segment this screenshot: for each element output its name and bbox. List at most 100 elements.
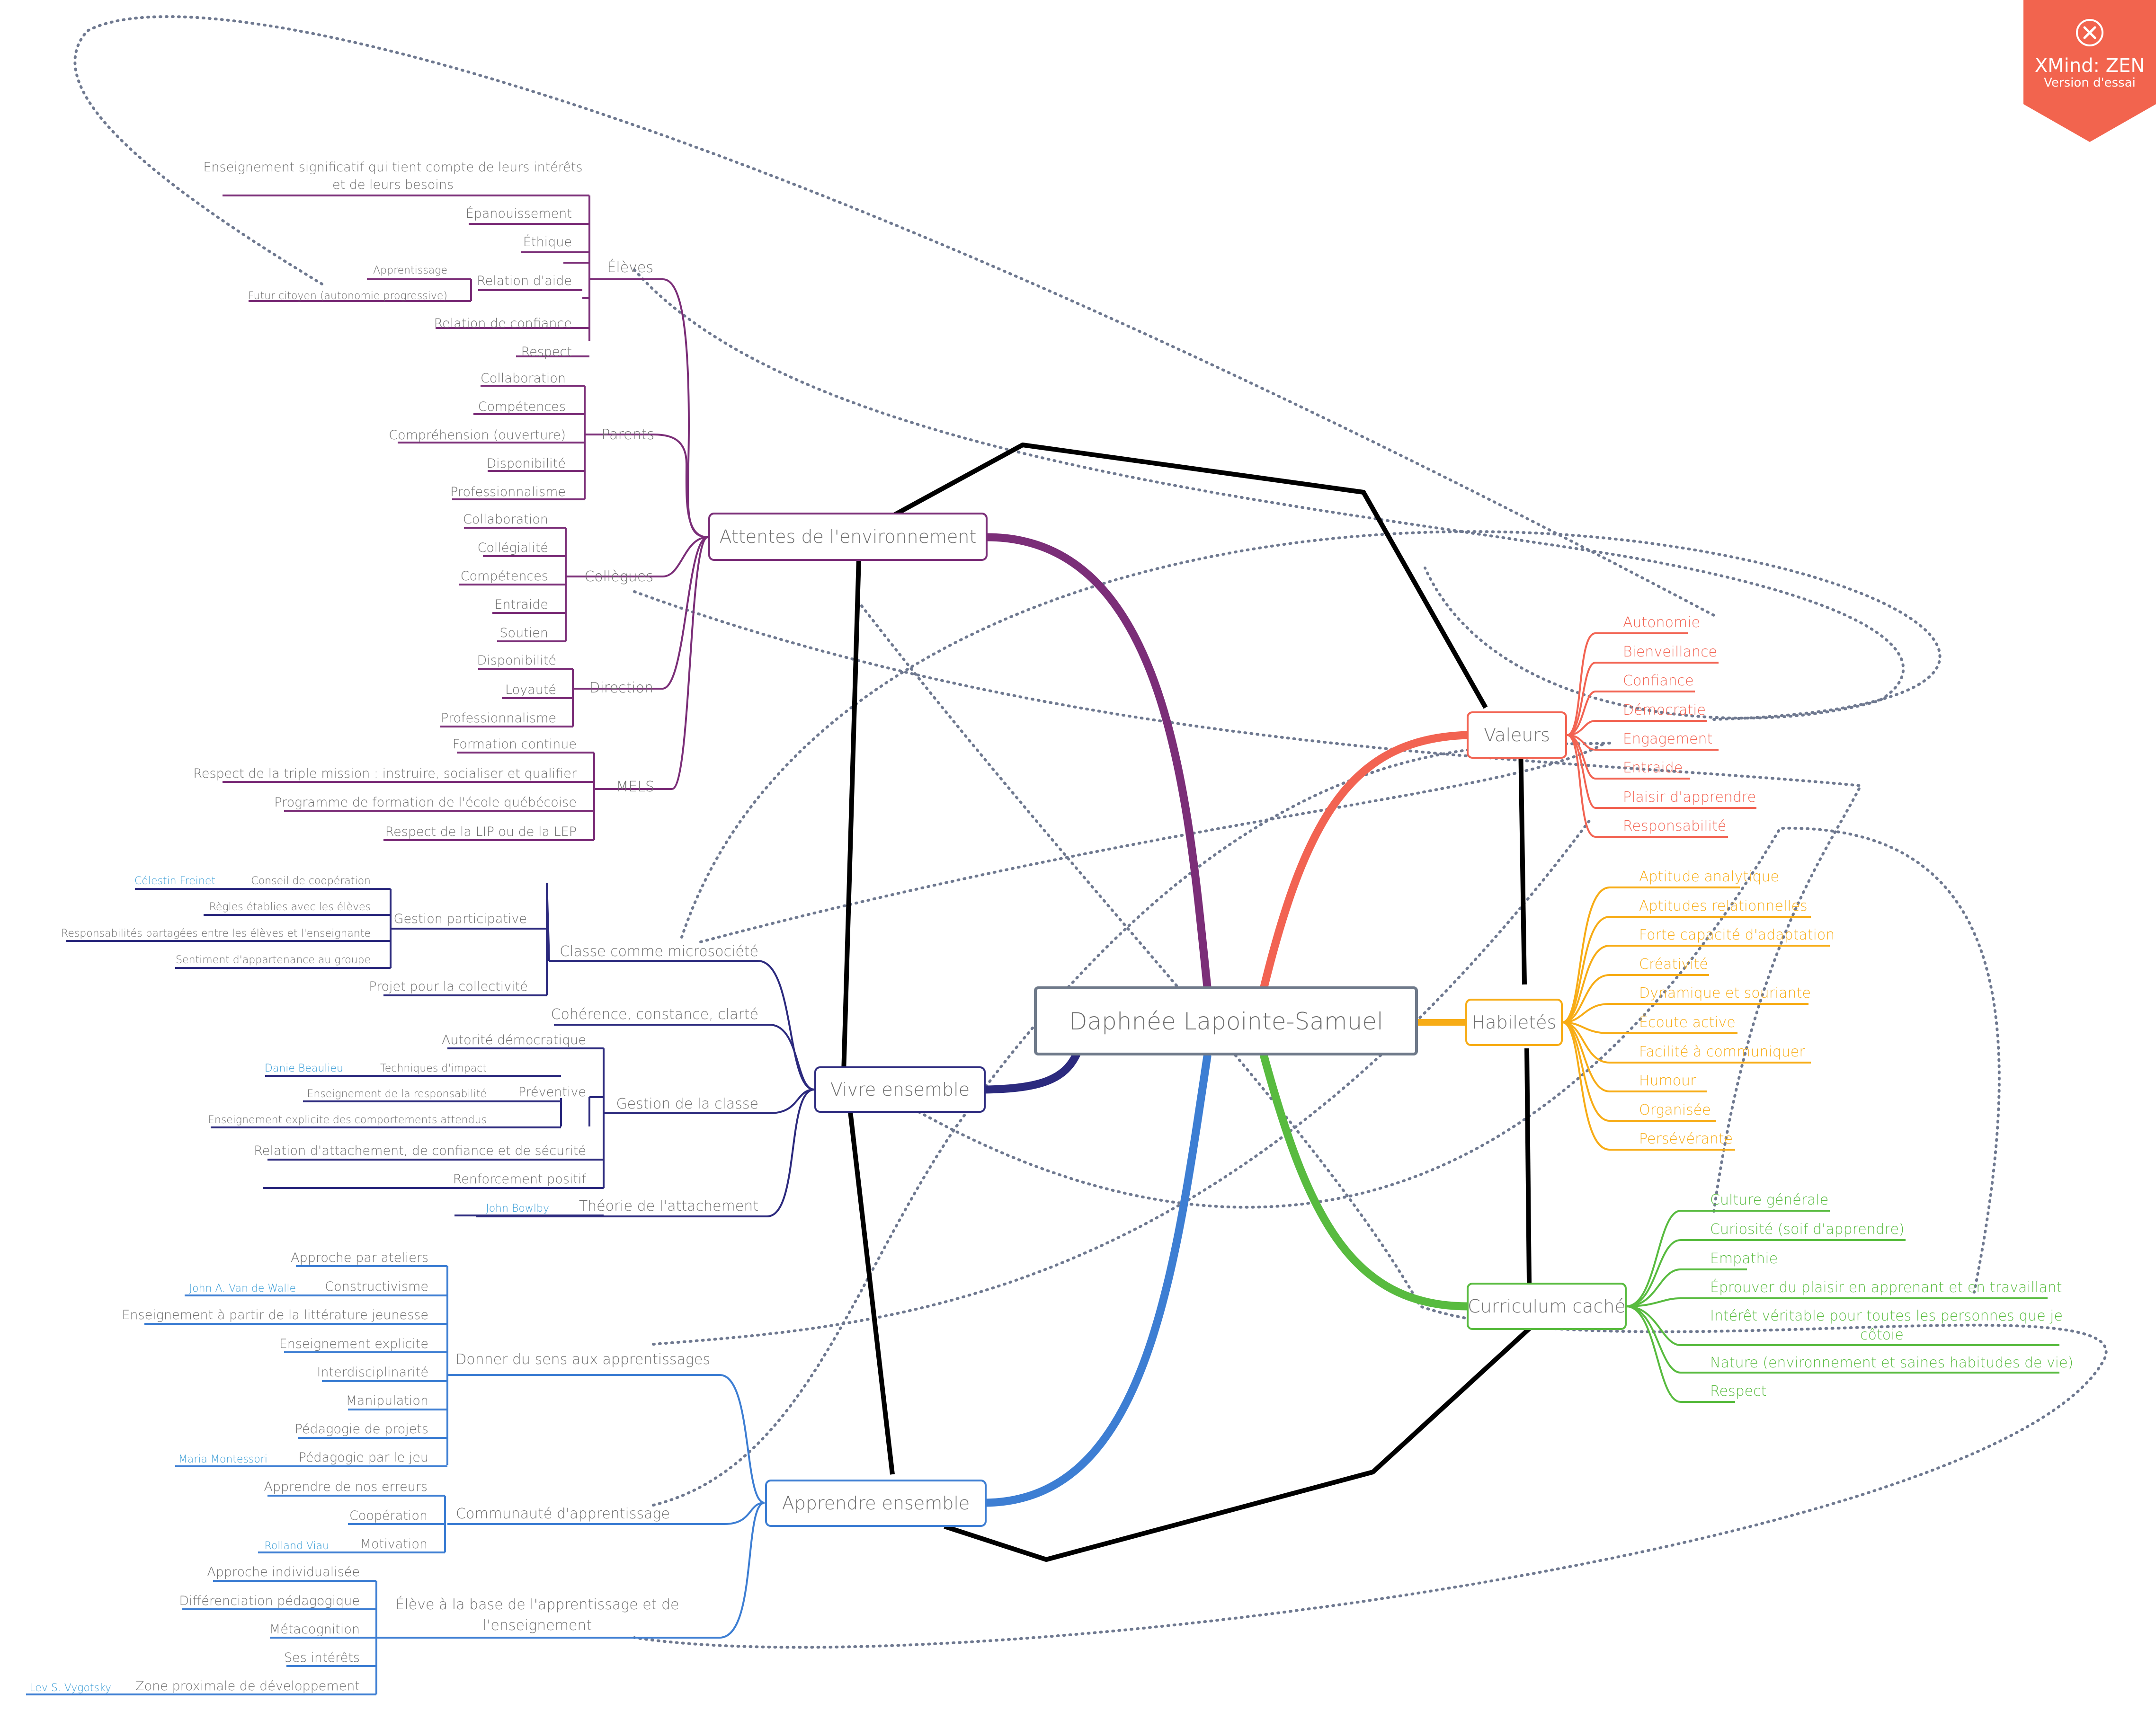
direction-item: Disponibilité — [477, 653, 556, 668]
topic-apprendre-label: Apprendre ensemble — [782, 1493, 970, 1514]
topic-valeurs[interactable]: Valeurs — [1467, 711, 1567, 759]
attentes-labels: Enseignement significatif qui tient comp… — [193, 160, 654, 839]
topic-attentes[interactable]: Attentes de l'environnement — [708, 513, 988, 561]
gestion-classe-label: Gestion de la classe — [616, 1096, 758, 1112]
vivre-labels: Classe comme microsociété Gestion partic… — [61, 875, 758, 1215]
eleve-base-label-1: Élève à la base de l'apprentissage et de — [396, 1596, 679, 1613]
topic-curriculum-label: Curriculum caché — [1468, 1296, 1626, 1317]
topic-habiletes-label: Habiletés — [1472, 1012, 1557, 1033]
projet-item: Projet pour la collectivité — [369, 979, 528, 994]
habiletes-subtree — [1562, 887, 1830, 1151]
central-topic-box[interactable] — [1034, 986, 1418, 1055]
curriculum-item: Nature (environnement et saines habitude… — [1710, 1355, 2073, 1371]
eleves-item: Épanouissement — [466, 206, 572, 221]
frame-line — [891, 443, 1488, 709]
valeur-item: Entraide — [1623, 760, 1683, 776]
enseignement-responsabilite-item: Enseignement de la responsabilité — [307, 1088, 487, 1100]
eleves-item: Relation de confiance — [434, 316, 572, 331]
parents-item: Collaboration — [481, 371, 566, 386]
trial-badge-shape — [2023, 0, 2156, 142]
enseignement-comportements-item: Enseignement explicite des comportements… — [208, 1114, 487, 1126]
mels-item: Programme de formation de l'école québéc… — [274, 795, 577, 810]
reference-beaulieu: Danie Beaulieu — [265, 1063, 343, 1074]
valeur-item: Responsabilité — [1623, 818, 1726, 834]
branch-vivre — [980, 1049, 1081, 1094]
classe-label: Classe comme microsociété — [560, 943, 758, 960]
communaute-label: Communauté d'apprentissage — [456, 1506, 670, 1522]
donner-item: Enseignement explicite — [279, 1337, 428, 1351]
topic-vivre-label: Vivre ensemble — [830, 1079, 970, 1100]
topic-valeurs-label: Valeurs — [1484, 725, 1550, 745]
central-topic-label: Daphnée Lapointe-Samuel — [1069, 1008, 1383, 1035]
donner-item: Approche par ateliers — [291, 1250, 428, 1265]
central-topic[interactable]: Daphnée Lapointe-Samuel — [1034, 986, 1418, 1055]
theorie-label: Théorie de l'attachement — [579, 1198, 758, 1215]
trial-badge-subtitle: Version d'essai — [2044, 76, 2136, 90]
relationship-line[interactable] — [652, 817, 1592, 1346]
eleves-item: Éthique — [523, 234, 572, 249]
preventive-label: Préventive — [518, 1085, 586, 1099]
direction-item: Professionnalisme — [441, 711, 556, 726]
branch-apprendre — [982, 1052, 1212, 1507]
reference-freinet: Célestin Freinet — [134, 875, 215, 887]
curriculum-item: Culture générale — [1710, 1192, 1828, 1208]
collegues-item: Collégialité — [478, 541, 548, 555]
conseil-item: Conseil de coopération — [251, 875, 371, 887]
donner-item: Manipulation — [346, 1393, 428, 1408]
topic-curriculum[interactable]: Curriculum caché — [1467, 1283, 1627, 1330]
eleve-item: Différenciation pédagogique — [179, 1594, 360, 1608]
techniques-item: Techniques d'impact — [380, 1063, 487, 1074]
donner-item: Pédagogie de projets — [295, 1422, 429, 1436]
relationship-line[interactable] — [680, 530, 1942, 939]
relation-item: Apprentissage — [373, 265, 447, 276]
frame-line — [1524, 1048, 1532, 1283]
topic-habiletes[interactable]: Habiletés — [1465, 999, 1563, 1046]
communaute-item: Motivation — [360, 1537, 428, 1552]
relationship-line[interactable] — [652, 742, 1611, 1507]
habilete-item: Facilité à communiquer — [1639, 1044, 1805, 1060]
valeur-item: Plaisir d'apprendre — [1623, 789, 1756, 806]
curriculum-labels: Culture générale Curiosité (soif d'appre… — [1710, 1192, 2073, 1400]
donner-item: Enseignement à partir de la littérature … — [122, 1308, 428, 1322]
mels-item: Respect de la triple mission : instruire… — [193, 766, 577, 781]
collegues-item: Soutien — [499, 626, 548, 640]
mels-item: Formation continue — [453, 737, 577, 752]
habilete-item: Persévérante — [1639, 1131, 1733, 1147]
relationship-line[interactable] — [633, 268, 1905, 720]
valeurs-labels: Autonomie Bienveillance Confiance Démocr… — [1623, 614, 1756, 834]
relation-item: Futur citoyen (autonomie progressive) — [248, 290, 447, 302]
reference-bowlby: John Bowlby — [486, 1203, 549, 1215]
direction-item: Loyauté — [505, 683, 556, 697]
topic-apprendre[interactable]: Apprendre ensemble — [765, 1480, 987, 1527]
main-branches — [980, 533, 1472, 1507]
relationship-line[interactable] — [870, 826, 2001, 1294]
parents-item: Disponibilité — [487, 456, 566, 471]
branch-curriculum — [1260, 1052, 1472, 1311]
frame-line — [944, 1323, 1535, 1562]
parents-item: Compétences — [478, 399, 566, 414]
collegues-item: Compétences — [461, 569, 548, 584]
habilete-item: Écoute active — [1639, 1014, 1736, 1031]
habilete-item: Dynamique et souriante — [1639, 985, 1811, 1002]
regles-item: Règles établies avec les élèves — [209, 901, 371, 913]
valeur-item: Autonomie — [1623, 614, 1700, 631]
frame-line — [840, 558, 861, 1106]
relationship-line[interactable] — [633, 590, 1863, 1213]
valeur-item: Démocratie — [1623, 702, 1706, 718]
trial-badge[interactable]: XMind: ZEN Version d'essai — [2023, 0, 2156, 142]
valeur-item: Bienveillance — [1623, 644, 1717, 660]
relationship-line[interactable] — [73, 15, 1715, 617]
curriculum-item: Respect — [1710, 1383, 1766, 1400]
habilete-item: Organisée — [1639, 1102, 1711, 1118]
eleve-item: Métacognition — [269, 1622, 360, 1637]
donner-item: Constructivisme — [325, 1279, 428, 1294]
topic-vivre[interactable]: Vivre ensemble — [814, 1066, 986, 1113]
parents-item: Compréhension (ouverture) — [389, 428, 566, 443]
relationship-line[interactable] — [699, 742, 1606, 943]
curriculum-item: Curiosité (soif d'apprendre) — [1710, 1221, 1905, 1238]
donner-label: Donner du sens aux apprentissages — [455, 1351, 710, 1368]
eleves-label: Élèves — [607, 259, 653, 276]
coherence-label: Cohérence, constance, clarté — [551, 1006, 758, 1023]
eleve-item: Ses intérêts — [284, 1650, 360, 1665]
